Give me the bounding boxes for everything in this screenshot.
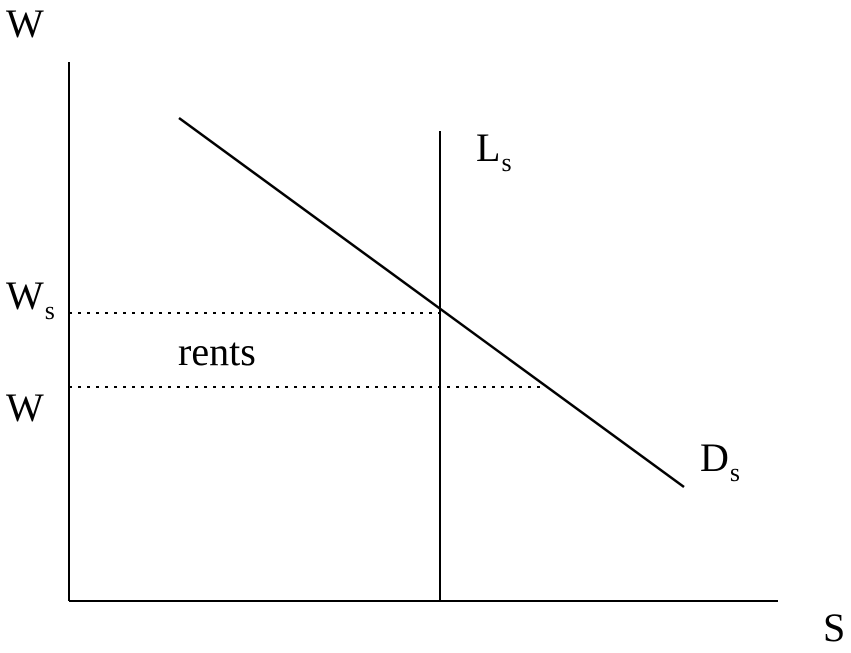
- ds-label-sub: s: [729, 458, 741, 487]
- rents-label: rents: [178, 332, 256, 372]
- w-level-label-text: W: [6, 385, 44, 430]
- ds-label: Ds: [700, 435, 740, 488]
- ls-label-sub: s: [501, 148, 512, 177]
- rents-label-text: rents: [178, 329, 256, 374]
- ds-label-main: D: [700, 435, 729, 480]
- x-axis-label-text: S: [823, 605, 846, 650]
- ls-label-main: L: [476, 125, 501, 170]
- ws-label-sub: s: [44, 296, 55, 325]
- ls-label: Ls: [476, 125, 512, 178]
- y-axis-label: W: [6, 4, 44, 44]
- ws-label-main: W: [6, 273, 44, 318]
- ws-label: Ws: [6, 273, 55, 326]
- x-axis-label: S: [823, 608, 845, 648]
- w-level-label: W: [6, 388, 44, 428]
- y-axis-label-text: W: [6, 1, 44, 46]
- demand-curve-ds: [178, 116, 685, 489]
